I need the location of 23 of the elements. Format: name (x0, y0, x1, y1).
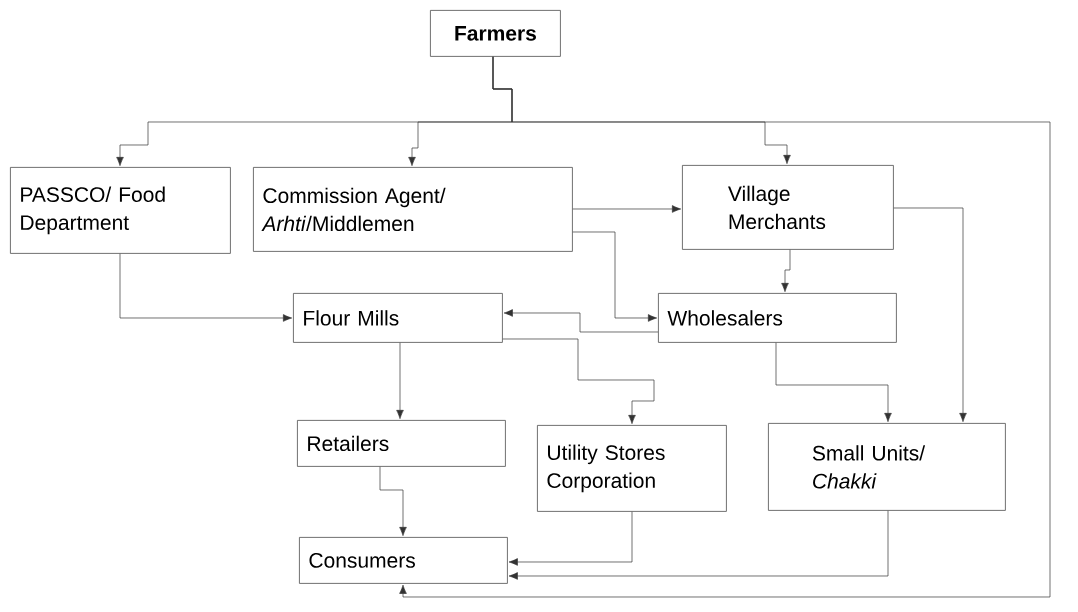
connector-arrow (508, 511, 633, 566)
connector-arrow (781, 249, 791, 292)
process-box: Utility Stores Corporation (537, 425, 727, 512)
process-box: Farmers (430, 10, 561, 57)
process-box: Flour Mills (293, 293, 503, 343)
connector-arrow (503, 309, 659, 333)
process-box: PASSCO/ Food Department (10, 167, 231, 254)
connector-arrow (893, 207, 967, 422)
process-box: Retailers (297, 420, 506, 467)
connector-arrow (775, 342, 892, 422)
connector-arrow (396, 342, 404, 419)
process-box: Small Units/ Chakki (768, 423, 1006, 511)
connector-arrow (502, 338, 655, 424)
process-box: Consumers (299, 537, 508, 584)
connector-arrow (119, 253, 292, 322)
connector-arrow (572, 205, 681, 213)
process-box: Village Merchants (682, 165, 894, 250)
connector-arrow (399, 56, 1051, 598)
process-box: Commission Agent/ Arhti/Middlemen (253, 167, 573, 252)
connector-arrow (379, 466, 407, 536)
connector-arrow (508, 510, 889, 580)
connector-arrow (572, 231, 657, 322)
process-box: Wholesalers (658, 293, 897, 343)
